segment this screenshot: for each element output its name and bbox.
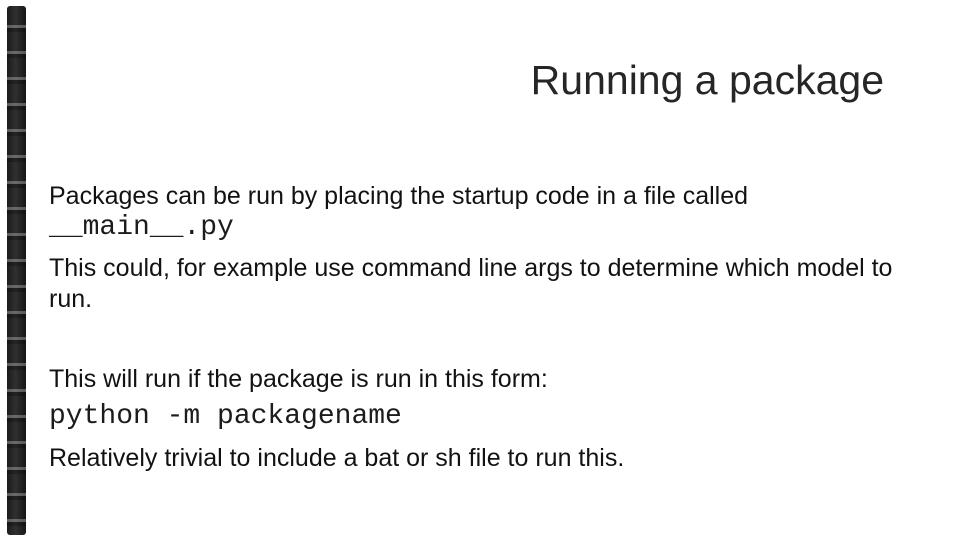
body-line: This will run if the package is run in t… (49, 365, 548, 393)
slide-body: Packages can be run by placing the start… (49, 181, 939, 474)
code-line-python-command: python -m packagename (49, 401, 402, 432)
spiral-binding-strip (7, 6, 26, 535)
slide-title: Running a package (530, 57, 884, 103)
body-line: run. (49, 285, 93, 313)
body-line: This could, for example use command line… (49, 254, 893, 282)
code-line-main-py: __main__.py (49, 212, 234, 243)
body-line: Packages can be run by placing the start… (49, 182, 749, 210)
body-line: Relatively trivial to include a bat or s… (49, 444, 625, 472)
